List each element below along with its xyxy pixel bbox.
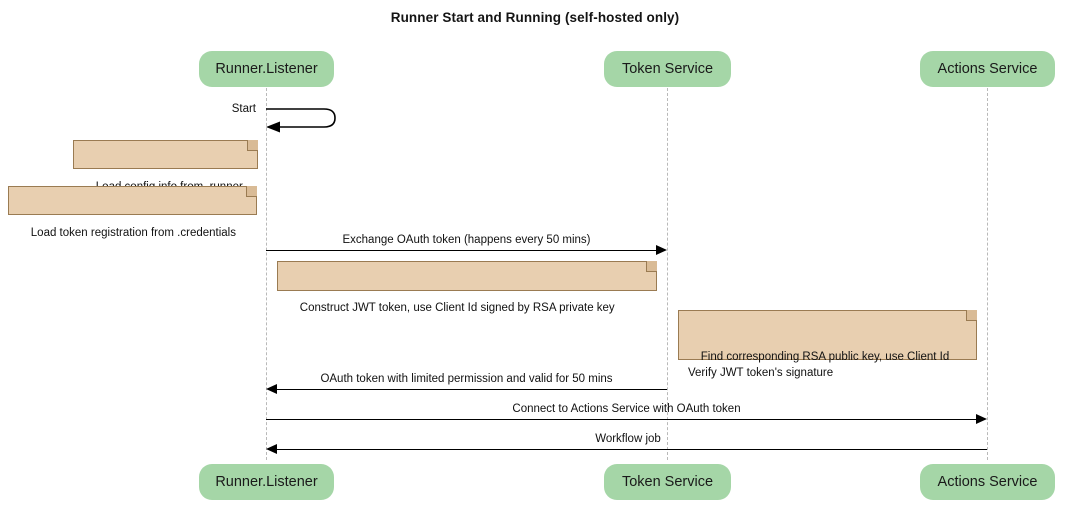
note-construct-jwt: Construct JWT token, use Client Id signe… bbox=[277, 261, 657, 314]
participant-label: Actions Service bbox=[937, 474, 1038, 490]
note-fold-icon bbox=[966, 310, 977, 321]
lifeline-token bbox=[667, 88, 668, 460]
note-load-credentials: Load token registration from .credential… bbox=[8, 186, 257, 239]
message-label-connect: Connect to Actions Service with OAuth to… bbox=[512, 403, 741, 415]
note-text: Load token registration from .credential… bbox=[30, 227, 236, 239]
participant-token-top[interactable]: Token Service bbox=[604, 51, 731, 87]
note-fold-icon bbox=[247, 140, 258, 151]
participant-label: Actions Service bbox=[937, 61, 1038, 77]
participant-label: Token Service bbox=[621, 61, 714, 77]
participant-label: Runner.Listener bbox=[215, 61, 318, 77]
participant-runner-top[interactable]: Runner.Listener bbox=[199, 51, 334, 87]
message-arrowhead-oauth-return bbox=[266, 384, 277, 394]
message-start-self-loop bbox=[264, 104, 350, 134]
note-verify-signature: Find corresponding RSA public key, use C… bbox=[678, 310, 977, 379]
lifeline-runner bbox=[266, 88, 267, 460]
message-line-exchange bbox=[266, 250, 657, 251]
message-label-exchange: Exchange OAuth token (happens every 50 m… bbox=[342, 234, 591, 246]
note-fold-icon bbox=[646, 261, 657, 272]
message-arrowhead-connect bbox=[976, 414, 987, 424]
note-fold-icon bbox=[246, 186, 257, 197]
participant-runner-bottom[interactable]: Runner.Listener bbox=[199, 464, 334, 500]
message-label-start: Start bbox=[231, 103, 256, 115]
message-line-workflow bbox=[277, 449, 987, 450]
message-label-workflow: Workflow job bbox=[595, 433, 661, 445]
participant-label: Runner.Listener bbox=[215, 474, 318, 490]
lifeline-actions bbox=[987, 88, 988, 460]
note-text: Find corresponding RSA public key, use C… bbox=[688, 351, 950, 379]
participant-token-bottom[interactable]: Token Service bbox=[604, 464, 731, 500]
participant-actions-top[interactable]: Actions Service bbox=[920, 51, 1055, 87]
message-label-oauth-return: OAuth token with limited permission and … bbox=[320, 373, 613, 385]
message-line-connect bbox=[266, 419, 977, 420]
participant-label: Token Service bbox=[621, 474, 714, 490]
note-load-config: Load config info from .runner bbox=[73, 140, 258, 193]
message-arrowhead-exchange bbox=[656, 245, 667, 255]
diagram-title: Runner Start and Running (self-hosted on… bbox=[390, 10, 680, 25]
message-line-oauth-return bbox=[277, 389, 667, 390]
message-arrowhead-workflow bbox=[266, 444, 277, 454]
note-text: Construct JWT token, use Client Id signe… bbox=[299, 302, 615, 314]
participant-actions-bottom[interactable]: Actions Service bbox=[920, 464, 1055, 500]
